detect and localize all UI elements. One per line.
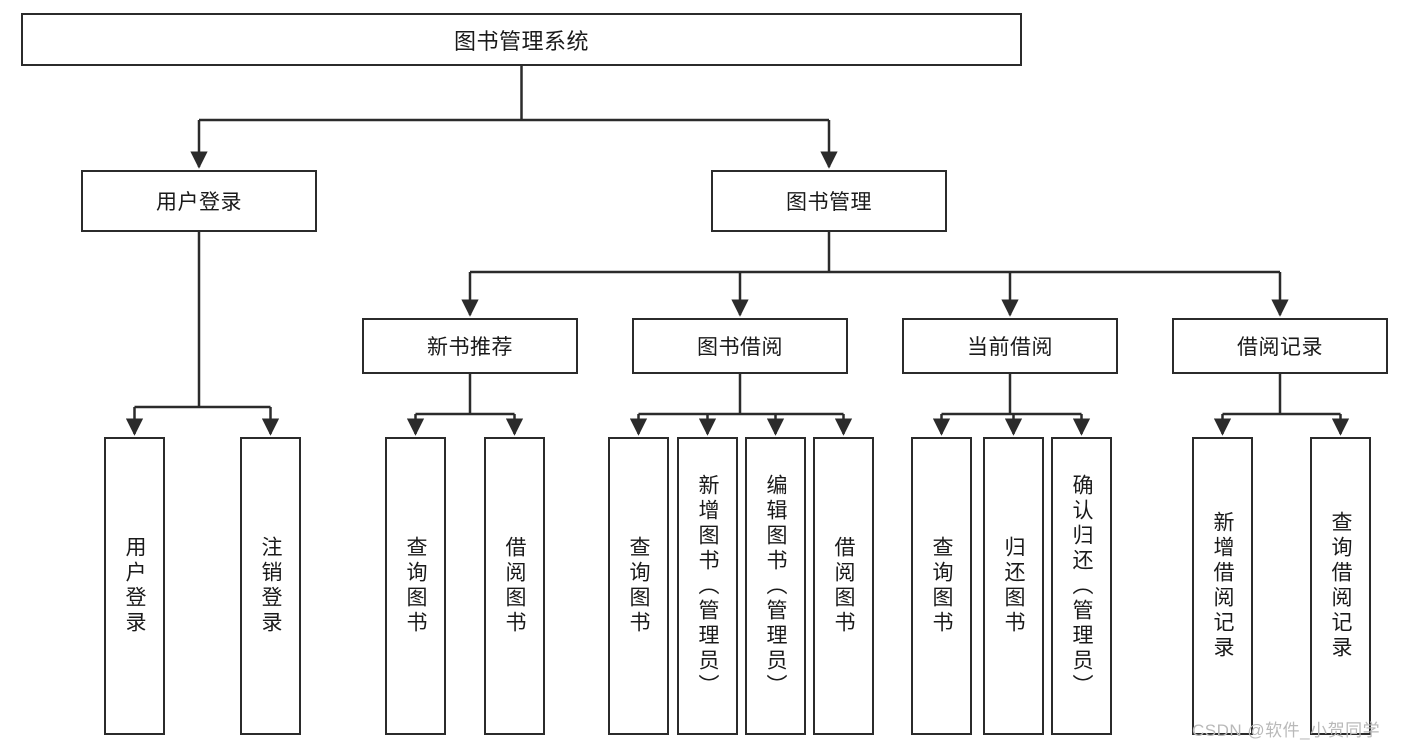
node-leaf-edit-book[interactable]: 编辑图书（管理员）	[745, 437, 806, 735]
node-leaf-query-book-2-label: 查询图书	[627, 536, 650, 636]
node-leaf-confirm-return-label: 确认归还（管理员）	[1070, 473, 1093, 699]
node-current-borrow-label: 当前借阅	[967, 336, 1053, 359]
node-leaf-borrow-book-1[interactable]: 借阅图书	[484, 437, 545, 735]
node-leaf-add-book-label: 新增图书（管理员）	[696, 473, 719, 699]
node-borrow-record-label: 借阅记录	[1237, 336, 1323, 359]
node-book-borrow-label: 图书借阅	[697, 336, 783, 359]
node-leaf-add-record[interactable]: 新增借阅记录	[1192, 437, 1253, 735]
node-leaf-confirm-return[interactable]: 确认归还（管理员）	[1051, 437, 1112, 735]
node-leaf-query-book-2[interactable]: 查询图书	[608, 437, 669, 735]
node-new-book-recommend-label: 新书推荐	[427, 336, 513, 359]
node-leaf-add-book[interactable]: 新增图书（管理员）	[677, 437, 738, 735]
node-leaf-borrow-book-2[interactable]: 借阅图书	[813, 437, 874, 735]
node-book-manage-label: 图书管理	[786, 191, 872, 214]
node-leaf-logout-label: 注销登录	[259, 536, 282, 636]
node-leaf-query-book-1-label: 查询图书	[404, 536, 427, 636]
node-root[interactable]: 图书管理系统	[21, 13, 1022, 66]
node-user-login[interactable]: 用户登录	[81, 170, 317, 232]
node-leaf-query-book-3[interactable]: 查询图书	[911, 437, 972, 735]
node-leaf-query-book-1[interactable]: 查询图书	[385, 437, 446, 735]
node-user-login-label: 用户登录	[156, 191, 242, 214]
node-leaf-borrow-book-2-label: 借阅图书	[832, 536, 855, 636]
node-root-label: 图书管理系统	[453, 28, 589, 54]
node-leaf-user-login-label: 用户登录	[123, 536, 146, 636]
node-book-borrow[interactable]: 图书借阅	[632, 318, 848, 374]
node-leaf-query-record[interactable]: 查询借阅记录	[1310, 437, 1371, 735]
node-leaf-query-book-3-label: 查询图书	[930, 536, 953, 636]
node-leaf-add-record-label: 新增借阅记录	[1211, 511, 1234, 661]
node-current-borrow[interactable]: 当前借阅	[902, 318, 1118, 374]
node-leaf-return-book[interactable]: 归还图书	[983, 437, 1044, 735]
node-leaf-edit-book-label: 编辑图书（管理员）	[764, 473, 787, 699]
node-leaf-query-record-label: 查询借阅记录	[1329, 511, 1352, 661]
node-book-manage[interactable]: 图书管理	[711, 170, 947, 232]
node-new-book-recommend[interactable]: 新书推荐	[362, 318, 578, 374]
node-leaf-user-login[interactable]: 用户登录	[104, 437, 165, 735]
node-leaf-return-book-label: 归还图书	[1002, 536, 1025, 636]
watermark: CSDN @软件_小贺同学	[1192, 721, 1381, 740]
node-leaf-logout[interactable]: 注销登录	[240, 437, 301, 735]
node-leaf-borrow-book-1-label: 借阅图书	[503, 536, 526, 636]
node-borrow-record[interactable]: 借阅记录	[1172, 318, 1388, 374]
